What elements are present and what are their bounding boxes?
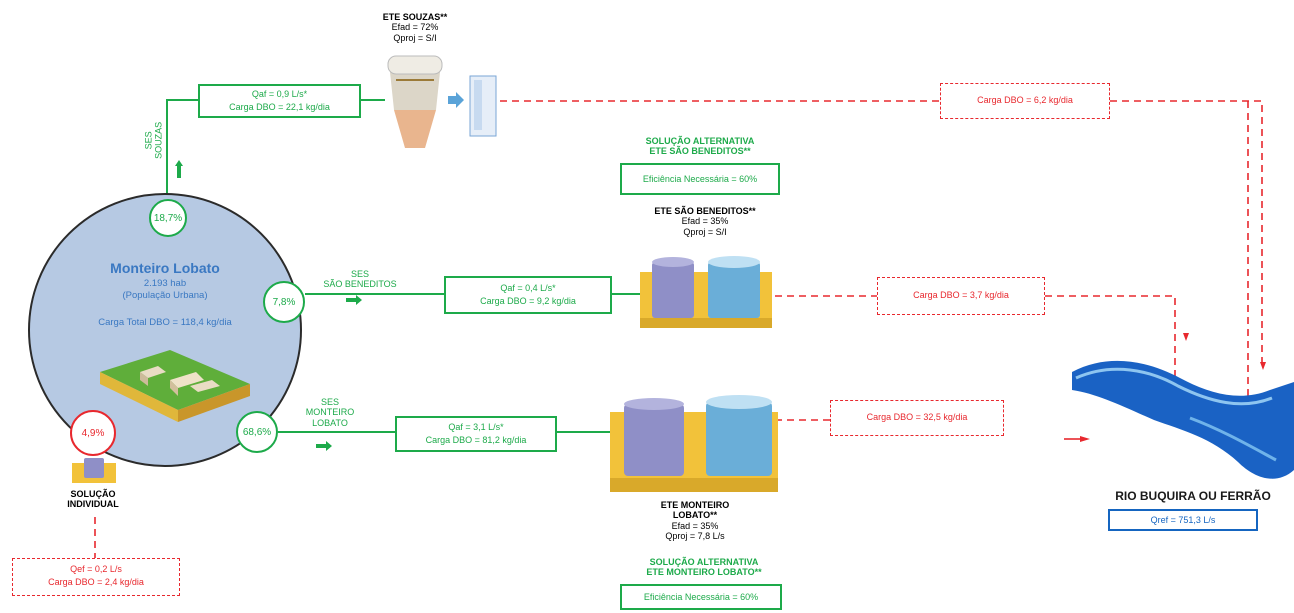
individual-flow-box: Qef = 0,2 L/s Carga DBO = 2,4 kg/dia xyxy=(12,558,180,596)
ete-souzas-label: ETE SOUZAS** Efad = 72% Qproj = S/I xyxy=(365,12,465,43)
city-population: 2.193 hab xyxy=(143,278,187,289)
plant-efad: Efad = 35% xyxy=(671,520,719,531)
souzas-up-arrow xyxy=(175,160,183,178)
ses-sao-beneditos-label: SES SÃO BENEDITOS xyxy=(305,269,415,290)
river-name: RIO BUQUIRA OU FERRÃO xyxy=(1115,489,1271,503)
river-qref: Qref = 751,3 L/s xyxy=(1150,515,1216,525)
ses-label-line: LOBATO xyxy=(312,417,348,428)
ses-label-line: SES xyxy=(350,269,369,279)
ses-label-line: SES xyxy=(320,397,339,407)
ete-sao-beneditos-image xyxy=(640,256,772,328)
ses-monteiro-label: SES MONTEIRO LOBATO xyxy=(290,397,370,428)
plant-efad: Efad = 72% xyxy=(391,22,439,33)
plant-title: ETE SÃO BENEDITOS** xyxy=(654,206,756,216)
plant-qproj: Qproj = S/I xyxy=(683,226,727,237)
flow-qaf: Qaf = 0,9 L/s* xyxy=(251,89,308,99)
sao-beneditos-percentage: 7,8% xyxy=(272,296,296,308)
alt-line: ETE MONTEIRO LOBATO** xyxy=(646,567,762,578)
alt-sao-beneditos-efficiency-box: Eficiência Necessária = 60% xyxy=(620,163,780,195)
alt-sao-beneditos-title: SOLUÇÃO ALTERNATIVA ETE SÃO BENEDITOS** xyxy=(610,136,790,157)
ses-label-line: SÃO BENEDITOS xyxy=(323,279,397,290)
river-image xyxy=(1072,360,1294,479)
alt-monteiro-efficiency-box: Eficiência Necessária = 60% xyxy=(620,584,782,610)
alt-efficiency: Eficiência Necessária = 60% xyxy=(643,592,759,602)
monteiro-outflow-box: Carga DBO = 32,5 kg/dia xyxy=(830,400,1004,436)
souzas-to-river-line xyxy=(1110,100,1263,365)
city-population-note: (População Urbana) xyxy=(122,290,208,301)
ses-souzas-label: SES SOUZAS xyxy=(144,118,165,162)
alt-efficiency: Eficiência Necessária = 60% xyxy=(642,174,758,184)
alt-monteiro-title: SOLUÇÃO ALTERNATIVA ETE MONTEIRO LOBATO*… xyxy=(604,557,804,578)
alt-line: ETE SÃO BENEDITOS** xyxy=(649,146,751,157)
ses-label-line: SOUZAS xyxy=(154,121,164,159)
plant-title: LOBATO** xyxy=(672,510,718,521)
river-arrow-3 xyxy=(1080,436,1090,442)
monteiro-arrow xyxy=(316,441,332,451)
souzas-flow-box: Qaf = 0,9 L/s* Carga DBO = 22,1 kg/dia xyxy=(198,84,361,118)
river-arrow-1 xyxy=(1260,362,1266,370)
flow-dbo: Carga DBO = 2,4 kg/dia xyxy=(48,577,144,587)
flow-dbo: Carga DBO = 9,2 kg/dia xyxy=(480,296,576,306)
souzas-percentage-bubble: 18,7% xyxy=(149,199,187,237)
ses-label-line: SES xyxy=(143,131,154,150)
ete-monteiro-lobato-image xyxy=(610,395,778,492)
souzas-percentage: 18,7% xyxy=(153,212,183,224)
river-qref-box: Qref = 751,3 L/s xyxy=(1108,509,1258,531)
monteiro-percentage: 68,6% xyxy=(242,426,272,438)
individual-percentage-bubble: 4,9% xyxy=(70,410,116,456)
individual-tank-image xyxy=(72,458,116,483)
individual-line: INDIVIDUAL xyxy=(67,499,119,510)
ete-monteiro-label: ETE MONTEIRO LOBATO** Efad = 35% Qproj =… xyxy=(630,500,760,541)
plant-title: ETE SOUZAS** xyxy=(382,12,448,22)
flow-qaf: Qaf = 3,1 L/s* xyxy=(448,422,504,432)
souzas-outflow-box: Carga DBO = 6,2 kg/dia xyxy=(940,83,1110,119)
plant-efad: Efad = 35% xyxy=(681,216,729,227)
flow-dbo: Carga DBO = 81,2 kg/dia xyxy=(425,435,527,445)
plant-title: ETE MONTEIRO xyxy=(660,500,730,510)
alt-line: SOLUÇÃO ALTERNATIVA xyxy=(645,136,755,146)
monteiro-flow-box: Qaf = 3,1 L/s* Carga DBO = 81,2 kg/dia xyxy=(395,416,557,452)
outflow-dbo: Carga DBO = 6,2 kg/dia xyxy=(977,95,1073,105)
ete-sao-beneditos-label: ETE SÃO BENEDITOS** Efad = 35% Qproj = S… xyxy=(630,206,780,237)
flow-qaf: Qaf = 0,4 L/s* xyxy=(500,283,556,293)
ses-label-line: MONTEIRO xyxy=(305,407,355,418)
sao-beneditos-flow-box: Qaf = 0,4 L/s* Carga DBO = 9,2 kg/dia xyxy=(444,276,612,314)
city-name: Monteiro Lobato xyxy=(110,260,220,276)
sao-beneditos-outflow-box: Carga DBO = 3,7 kg/dia xyxy=(877,277,1045,315)
alt-line: SOLUÇÃO ALTERNATIVA xyxy=(649,557,759,567)
flow-dbo: Carga DBO = 22,1 kg/dia xyxy=(229,102,330,112)
outflow-dbo: Carga DBO = 3,7 kg/dia xyxy=(913,290,1009,300)
souzas-flow-line xyxy=(166,99,198,200)
individual-line: SOLUÇÃO xyxy=(70,489,116,499)
city-total-load: Carga Total DBO = 118,4 kg/dia xyxy=(98,317,232,328)
individual-percentage: 4,9% xyxy=(81,427,105,439)
sao-beneditos-arrow xyxy=(346,295,362,305)
outflow-dbo: Carga DBO = 32,5 kg/dia xyxy=(866,412,968,422)
flow-qef: Qef = 0,2 L/s xyxy=(70,564,122,574)
river-arrow-2 xyxy=(1183,333,1189,341)
plant-qproj: Qproj = 7,8 L/s xyxy=(665,531,725,542)
city-houses-image xyxy=(100,350,250,422)
monteiro-percentage-bubble: 68,6% xyxy=(236,411,278,453)
individual-solution-label: SOLUÇÃO INDIVIDUAL xyxy=(48,489,138,510)
ete-souzas-image xyxy=(387,55,497,148)
plant-qproj: Qproj = S/I xyxy=(393,32,437,43)
sao-beneditos-percentage-bubble: 7,8% xyxy=(263,281,305,323)
